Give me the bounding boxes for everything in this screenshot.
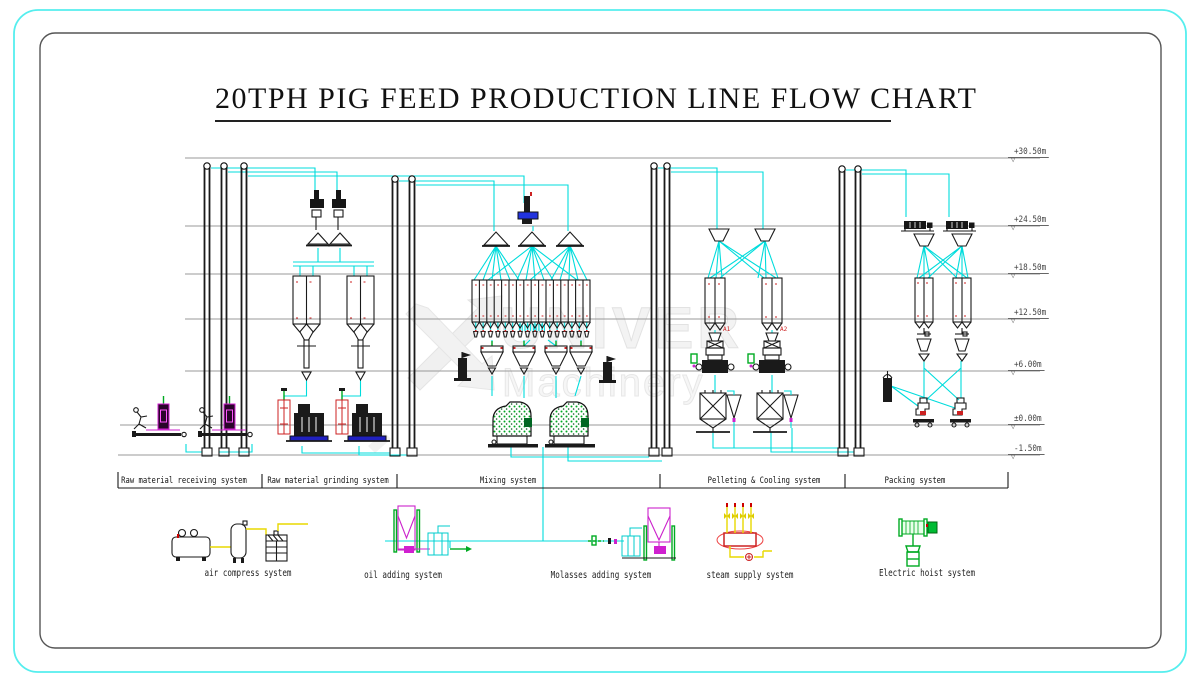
section-label-receiving: Raw material receiving system xyxy=(121,476,247,486)
oil-adding-system-drawing xyxy=(393,505,472,556)
pellet-line-label: A1 xyxy=(723,326,731,333)
molasses-dosing-unit xyxy=(621,535,641,557)
steam-boiler xyxy=(723,532,757,547)
steam-supply-system-drawing xyxy=(716,503,772,561)
grinding-system-drawing xyxy=(277,190,391,442)
sheet-borders xyxy=(13,9,1187,673)
oil-dosing-unit xyxy=(427,532,449,556)
air-tank xyxy=(230,523,247,559)
elevation-triangle-icon: ▽ xyxy=(1011,272,1016,280)
batching-bins xyxy=(471,279,591,330)
aux-label-steam: steam supply system xyxy=(706,570,794,581)
elevation-marker: +24.50m▽ xyxy=(1008,215,1056,232)
elevation-marker: +30.50m▽ xyxy=(1008,147,1056,164)
side-filter xyxy=(454,352,616,383)
floor-lines xyxy=(118,157,1040,456)
bucket-elevator xyxy=(391,175,416,448)
packing-system-drawing xyxy=(882,220,977,428)
hoist-drum xyxy=(901,520,925,535)
distributor-cone xyxy=(913,233,973,247)
pelleting-system-drawing: A1 A2 xyxy=(690,228,799,433)
aux-label-oil-adding: oil adding system xyxy=(364,570,442,581)
rotary-distributor xyxy=(517,192,539,224)
steam-valves xyxy=(724,513,754,519)
cleaner-magnet xyxy=(310,190,346,230)
elevation-triangle-icon: ▽ xyxy=(1011,224,1016,232)
mixing-system-drawing xyxy=(454,192,616,449)
bucket-elevator xyxy=(838,165,862,448)
hoist-motor xyxy=(927,521,938,534)
section-bracket xyxy=(117,472,1009,489)
section-label-mixing: Mixing system xyxy=(479,476,537,486)
grinding-bins xyxy=(292,275,375,382)
aux-label-air-compress: air compress system xyxy=(204,568,292,579)
receiving-system-drawing xyxy=(131,395,253,438)
section-label-grinding: Raw material grinding system xyxy=(267,476,389,486)
distributor-cone xyxy=(306,232,352,247)
elevation-triangle-icon: ▽ xyxy=(1011,369,1016,377)
air-compress-system-drawing xyxy=(171,520,308,563)
piping xyxy=(185,167,969,548)
molasses-pump xyxy=(654,546,666,554)
watermark-logo xyxy=(405,303,495,391)
bag-filter xyxy=(882,371,893,402)
aux-label-molasses: Molasses adding system xyxy=(550,570,652,581)
distributor-cone xyxy=(482,231,584,247)
page-title: 20TPH PIG FEED PRODUCTION LINE FLOW CHAR… xyxy=(215,82,976,122)
elevation-triangle-icon: ▽ xyxy=(1011,453,1016,461)
aux-label-hoist: Electric hoist system xyxy=(878,568,976,579)
bucket-elevator xyxy=(650,162,671,448)
pellet-line-label: A2 xyxy=(780,326,788,333)
elevation-triangle-icon: ▽ xyxy=(1011,156,1016,164)
electric-hoist-system-drawing xyxy=(898,518,938,567)
oil-tank xyxy=(397,505,416,551)
elevation-marker: +12.50m▽ xyxy=(1008,308,1056,325)
elevation-marker: +6.00m▽ xyxy=(1008,360,1051,377)
elevation-triangle-icon: ▽ xyxy=(1011,423,1016,431)
elevation-marker: -1.50m▽ xyxy=(1008,444,1051,461)
elevation-marker: ±0.00m▽ xyxy=(1008,414,1051,431)
molasses-tank xyxy=(647,507,671,543)
section-label-pelleting: Pelleting & Cooling system xyxy=(707,476,821,486)
elevation-triangle-icon: ▽ xyxy=(1011,317,1016,325)
elevator-boots xyxy=(201,447,865,457)
distributor-cone xyxy=(708,228,776,242)
hoist-bucket xyxy=(905,545,921,553)
elevation-marker: +18.50m▽ xyxy=(1008,263,1056,280)
section-label-packing: Packing system xyxy=(884,476,946,486)
bucket-elevators xyxy=(201,162,865,457)
air-compressor xyxy=(171,536,211,558)
bucket-elevator xyxy=(203,162,248,448)
screw-feeders xyxy=(472,330,590,340)
molasses-adding-system-drawing xyxy=(588,507,676,561)
